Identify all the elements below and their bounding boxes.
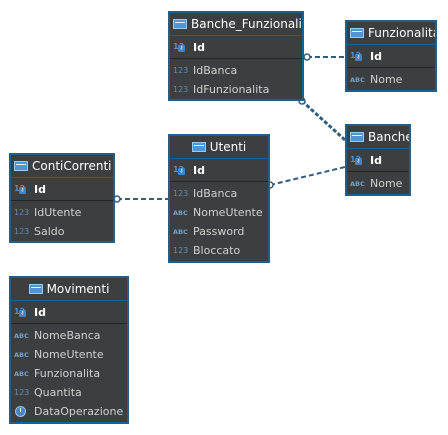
entity-header[interactable]: Utenti — [170, 136, 268, 159]
attribute-name: Funzionalita — [34, 367, 101, 380]
text-type-icon: ABC — [173, 227, 188, 236]
primary-key-name: Id — [193, 40, 205, 54]
datetime-type-icon — [14, 405, 31, 418]
primary-key-row[interactable]: 12⚷ Id — [170, 159, 268, 182]
entity-header[interactable]: Funzionalita — [347, 22, 435, 45]
entity-title: Movimenti — [46, 282, 110, 296]
primary-key-row[interactable]: 12⚷ Id — [170, 36, 302, 59]
attribute-row[interactable]: ABC Nome — [347, 70, 435, 89]
attribute-name: Bloccato — [193, 244, 241, 257]
table-icon — [14, 161, 28, 171]
primary-key-row[interactable]: 12⚷ Id — [347, 149, 409, 172]
attribute-row[interactable]: 123 Quantita — [11, 383, 127, 402]
attribute-row[interactable]: ABC NomeBanca — [11, 326, 127, 345]
text-type-icon: ABC — [350, 75, 365, 84]
attribute-name: Saldo — [34, 225, 65, 238]
text-type-icon: ABC — [14, 350, 29, 359]
primary-key-icon: 12⚷ — [14, 184, 26, 194]
table-icon — [28, 284, 43, 294]
primary-key-icon: 12⚷ — [350, 51, 362, 61]
attribute-row[interactable]: ABC Nome — [347, 174, 409, 193]
table-icon — [173, 19, 187, 29]
table-icon — [350, 132, 364, 142]
attribute-row[interactable]: ABC Funzionalita — [11, 364, 127, 383]
entity-banche[interactable]: Banche 12⚷ Id ABC Nome — [345, 124, 411, 196]
numeric-type-icon: 123 — [14, 388, 30, 397]
primary-key-icon: 12⚷ — [350, 155, 362, 165]
attribute-name: NomeUtente — [34, 348, 104, 361]
relation-endpoint — [303, 53, 311, 61]
attribute-name: IdUtente — [34, 206, 82, 219]
attribute-name: NomeUtente — [193, 206, 263, 219]
entity-header[interactable]: ContiCorrenti — [11, 155, 113, 178]
attribute-name: DataOperazione — [34, 405, 124, 418]
entity-header[interactable]: Banche_Funzionalita — [170, 13, 302, 36]
attribute-name: Nome — [370, 177, 403, 190]
numeric-type-icon: 123 — [173, 85, 189, 94]
attribute-row[interactable]: ABC NomeUtente — [170, 203, 268, 222]
entity-title: Utenti — [209, 140, 247, 154]
relation-utenti-to-banche[interactable] — [269, 166, 346, 186]
primary-key-name: Id — [34, 182, 46, 196]
entity-title: ContiCorrenti — [32, 159, 112, 173]
attribute-row[interactable]: 123 Bloccato — [170, 241, 268, 260]
attribute-row[interactable]: 123 IdFunzionalita — [170, 80, 302, 99]
attribute-row[interactable]: DataOperazione — [11, 402, 127, 421]
numeric-type-icon: 123 — [14, 227, 30, 236]
attribute-row[interactable]: ABC NomeUtente — [11, 345, 127, 364]
primary-key-name: Id — [370, 49, 382, 63]
entity-title: Banche — [368, 130, 409, 144]
entity-title: Funzionalita — [368, 26, 435, 40]
primary-key-name: Id — [193, 163, 205, 177]
table-icon — [191, 142, 206, 152]
entity-conticorrenti[interactable]: ContiCorrenti 12⚷ Id 123 IdUtente 123 Sa… — [9, 153, 115, 243]
attribute-name: IdBanca — [193, 187, 238, 200]
primary-key-icon: 12⚷ — [173, 165, 185, 175]
attribute-name: NomeBanca — [34, 329, 101, 342]
entity-banche-funzionalita[interactable]: Banche_Funzionalita 12⚷ Id 123 IdBanca 1… — [168, 11, 304, 101]
entity-header[interactable]: Movimenti — [11, 278, 127, 301]
entity-title: Banche_Funzionalita — [191, 17, 302, 31]
primary-key-row[interactable]: 12⚷ Id — [347, 45, 435, 68]
attribute-name: IdFunzionalita — [193, 83, 270, 96]
attribute-name: Nome — [370, 73, 403, 86]
primary-key-icon: 12⚷ — [173, 42, 185, 52]
primary-key-row[interactable]: 12⚷ Id — [11, 301, 127, 324]
text-type-icon: ABC — [14, 331, 29, 340]
table-icon — [350, 28, 364, 38]
attribute-name: IdBanca — [193, 64, 238, 77]
text-type-icon: ABC — [350, 179, 365, 188]
relation-banche-funzionalita-to-banche[interactable] — [300, 99, 347, 142]
primary-key-name: Id — [34, 305, 46, 319]
primary-key-row[interactable]: 12⚷ Id — [11, 178, 113, 201]
attribute-row[interactable]: ABC Password — [170, 222, 268, 241]
attribute-row[interactable]: 123 IdUtente — [11, 203, 113, 222]
numeric-type-icon: 123 — [173, 189, 189, 198]
entity-utenti[interactable]: Utenti 12⚷ Id 123 IdBanca ABC NomeUtente… — [168, 134, 270, 263]
entity-movimenti[interactable]: Movimenti 12⚷ Id ABC NomeBanca ABC NomeU… — [9, 276, 129, 424]
text-type-icon: ABC — [173, 208, 188, 217]
numeric-type-icon: 123 — [173, 66, 189, 75]
attribute-row[interactable]: 123 Saldo — [11, 222, 113, 241]
entity-header[interactable]: Banche — [347, 126, 409, 149]
text-type-icon: ABC — [14, 369, 29, 378]
numeric-type-icon: 123 — [173, 246, 189, 255]
attribute-name: Quantita — [34, 386, 82, 399]
primary-key-name: Id — [370, 153, 382, 167]
entity-funzionalita[interactable]: Funzionalita 12⚷ Id ABC Nome — [345, 20, 437, 92]
attribute-row[interactable]: 123 IdBanca — [170, 61, 302, 80]
attribute-name: Password — [193, 225, 245, 238]
numeric-type-icon: 123 — [14, 208, 30, 217]
primary-key-icon: 12⚷ — [14, 307, 26, 317]
attribute-row[interactable]: 123 IdBanca — [170, 184, 268, 203]
